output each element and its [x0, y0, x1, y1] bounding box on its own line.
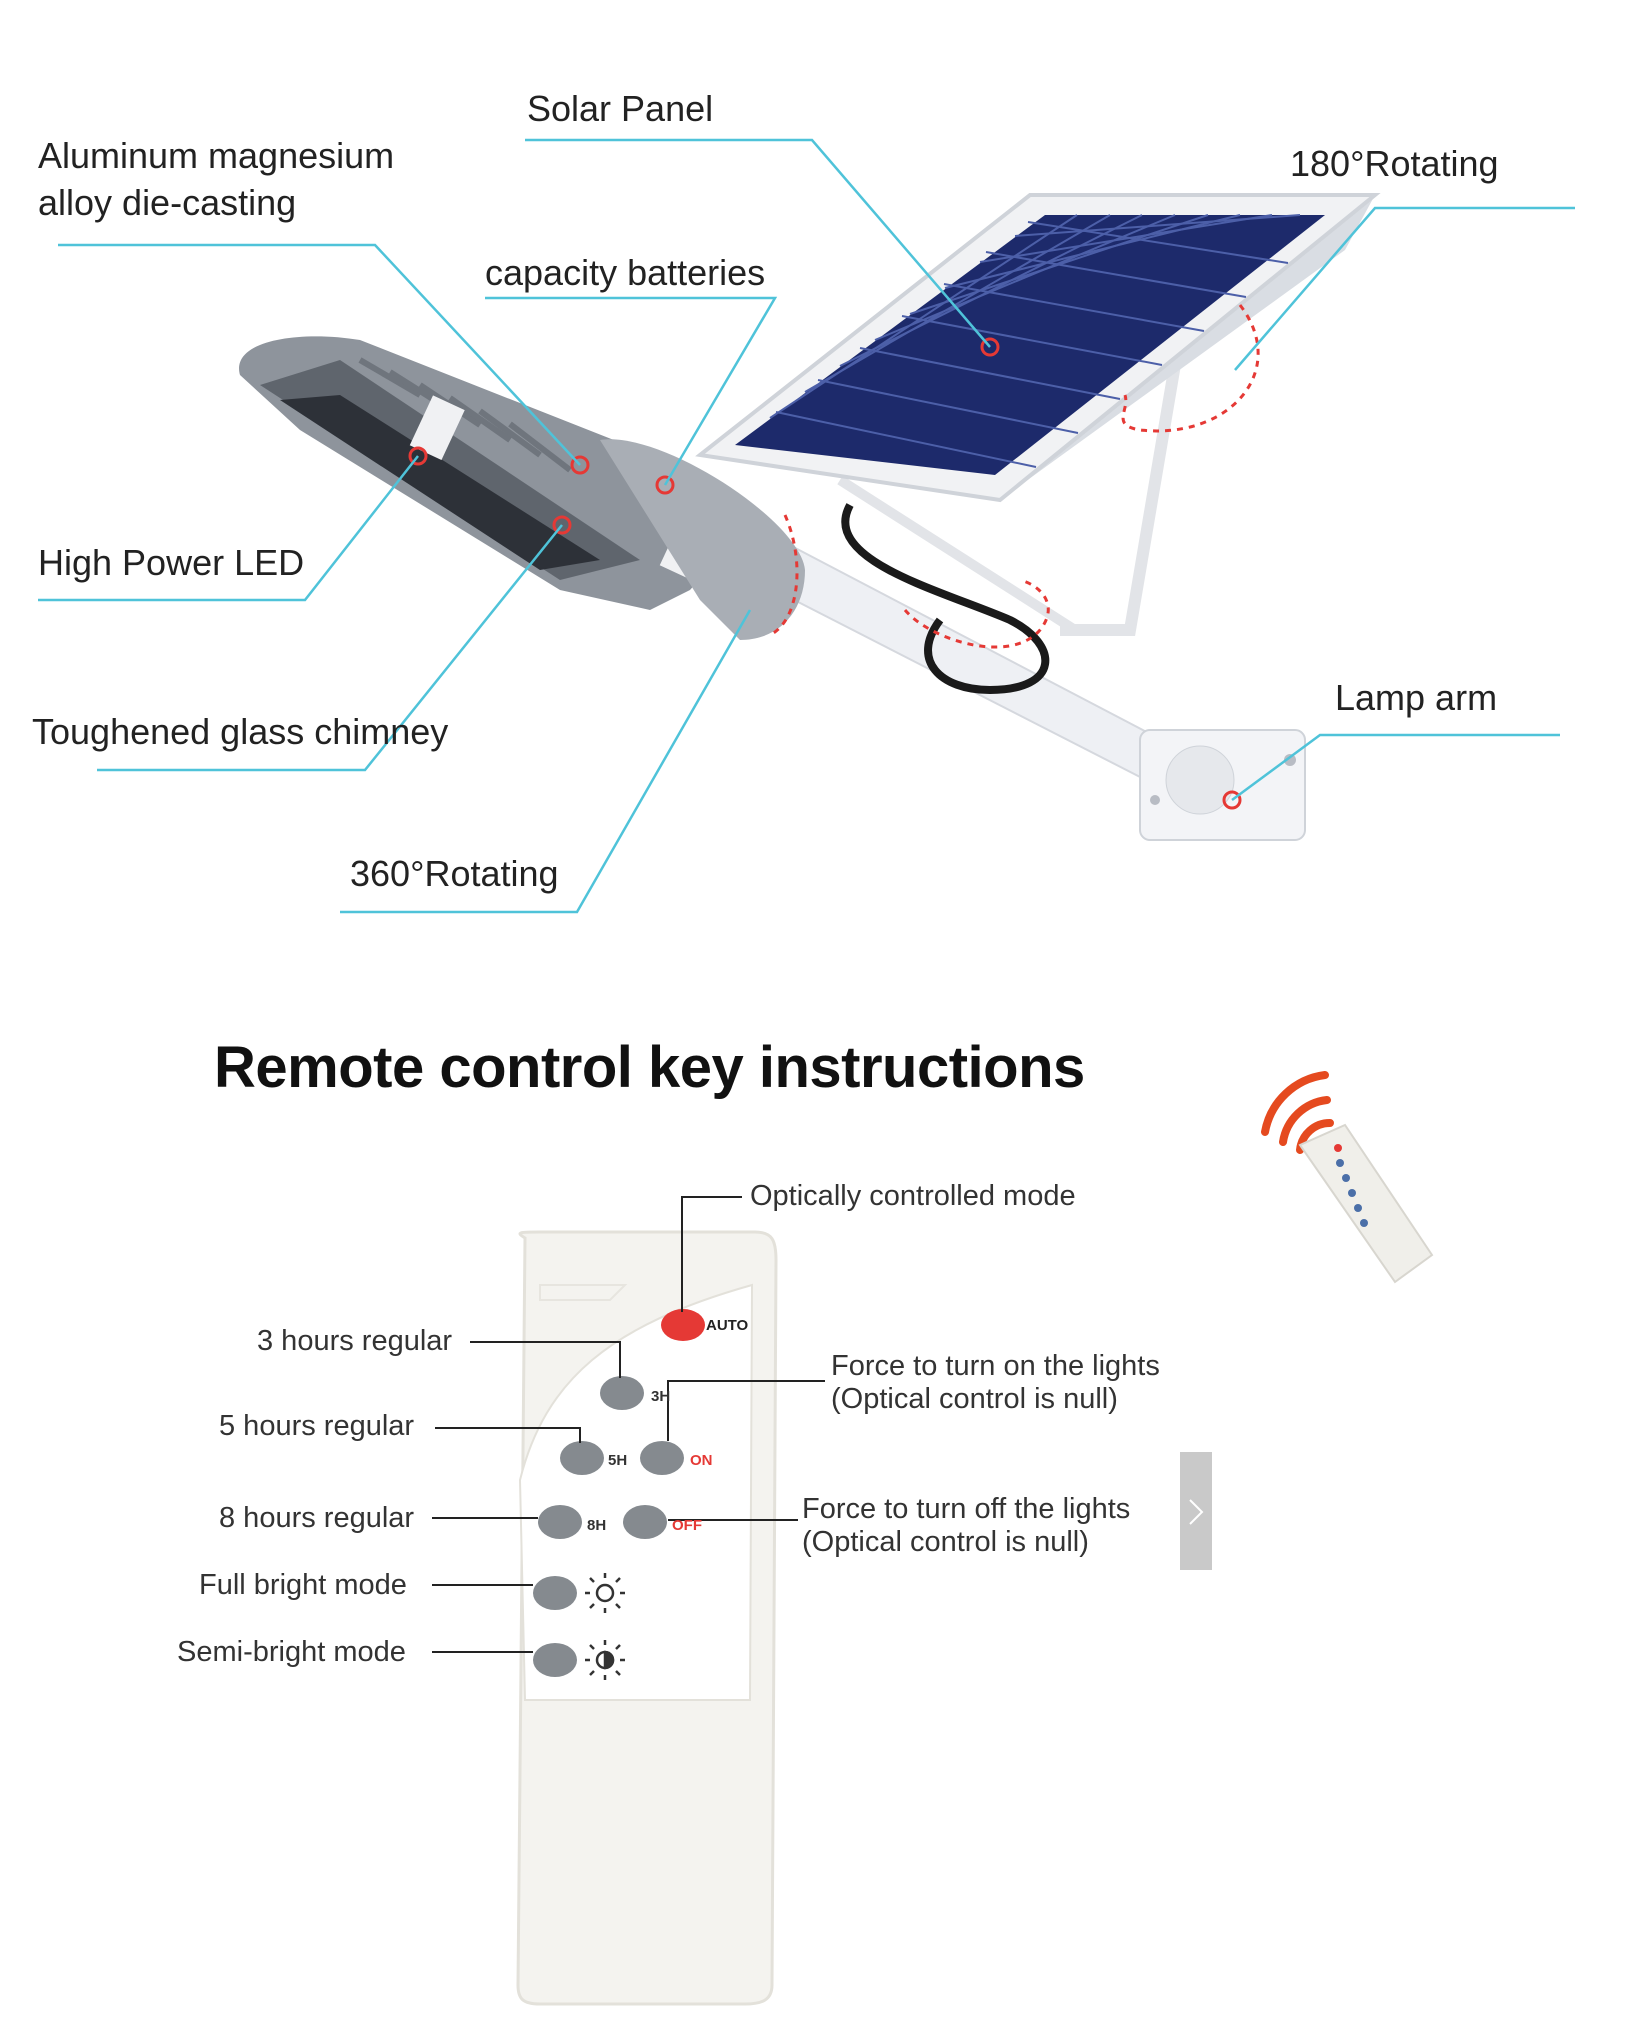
- carousel-side-tab: [1180, 1452, 1212, 1570]
- label-aluminum-line2: alloy die-casting: [38, 182, 297, 223]
- remote-body: [516, 1230, 778, 2006]
- label-capacity-batteries: capacity batteries: [485, 252, 766, 293]
- label-aluminum-line1: Aluminum magnesium: [38, 135, 395, 176]
- label-optical-mode: Optically controlled mode: [750, 1180, 1076, 1212]
- label-semi-bright: Semi-bright mode: [177, 1636, 406, 1668]
- chevron-right-icon: [1189, 1499, 1204, 1525]
- label-toughened-glass: Toughened glass chimney: [32, 711, 449, 752]
- remote-section-title: Remote control key instructions: [214, 1035, 1085, 1100]
- label-solar-panel: Solar Panel: [527, 88, 714, 129]
- remote-leader-lines: [432, 1196, 825, 1653]
- btn-3h-label: 3H: [651, 1388, 671, 1405]
- marker-circles: [408, 337, 1242, 810]
- label-force-on-line2: (Optical control is null): [831, 1383, 1118, 1415]
- label-360-rotating: 360°Rotating: [350, 853, 559, 894]
- remote-buttons: [533, 1309, 705, 1680]
- btn-off-label: OFF: [672, 1517, 702, 1534]
- label-force-off-line2: (Optical control is null): [802, 1526, 1089, 1558]
- cable-graphic: [841, 503, 1050, 695]
- btn-on-label: ON: [690, 1452, 713, 1469]
- label-force-off-line1: Force to turn off the lights: [802, 1493, 1131, 1525]
- btn-5h-label: 5H: [608, 1452, 628, 1469]
- solar-street-light-illustration: [38, 138, 1575, 914]
- sun-icon-full: [585, 1573, 625, 1613]
- label-full-bright: Full bright mode: [199, 1569, 407, 1601]
- solar-panel-graphic: [695, 193, 1381, 503]
- label-lamp-arm: Lamp arm: [1335, 677, 1498, 718]
- btn-auto-label: AUTO: [706, 1317, 749, 1334]
- panel-bracket-graphic: [837, 333, 1186, 636]
- rotation-arrows: [769, 304, 1260, 649]
- sun-icon-half: [585, 1640, 625, 1680]
- lamp-head-graphic: [239, 336, 805, 640]
- leader-lines: [38, 138, 1575, 914]
- btn-8h-label: 8H: [587, 1517, 607, 1534]
- small-remote-graphic: [1261, 1071, 1434, 1284]
- label-8-hours: 8 hours regular: [219, 1502, 415, 1534]
- label-180-rotating: 180°Rotating: [1290, 143, 1499, 184]
- lamp-arm-graphic: [763, 538, 1306, 841]
- label-high-power-led: High Power LED: [38, 542, 305, 583]
- label-force-on-line1: Force to turn on the lights: [831, 1350, 1160, 1382]
- label-3-hours: 3 hours regular: [257, 1325, 453, 1357]
- label-5-hours: 5 hours regular: [219, 1410, 415, 1442]
- signal-waves-icon: [1261, 1071, 1334, 1154]
